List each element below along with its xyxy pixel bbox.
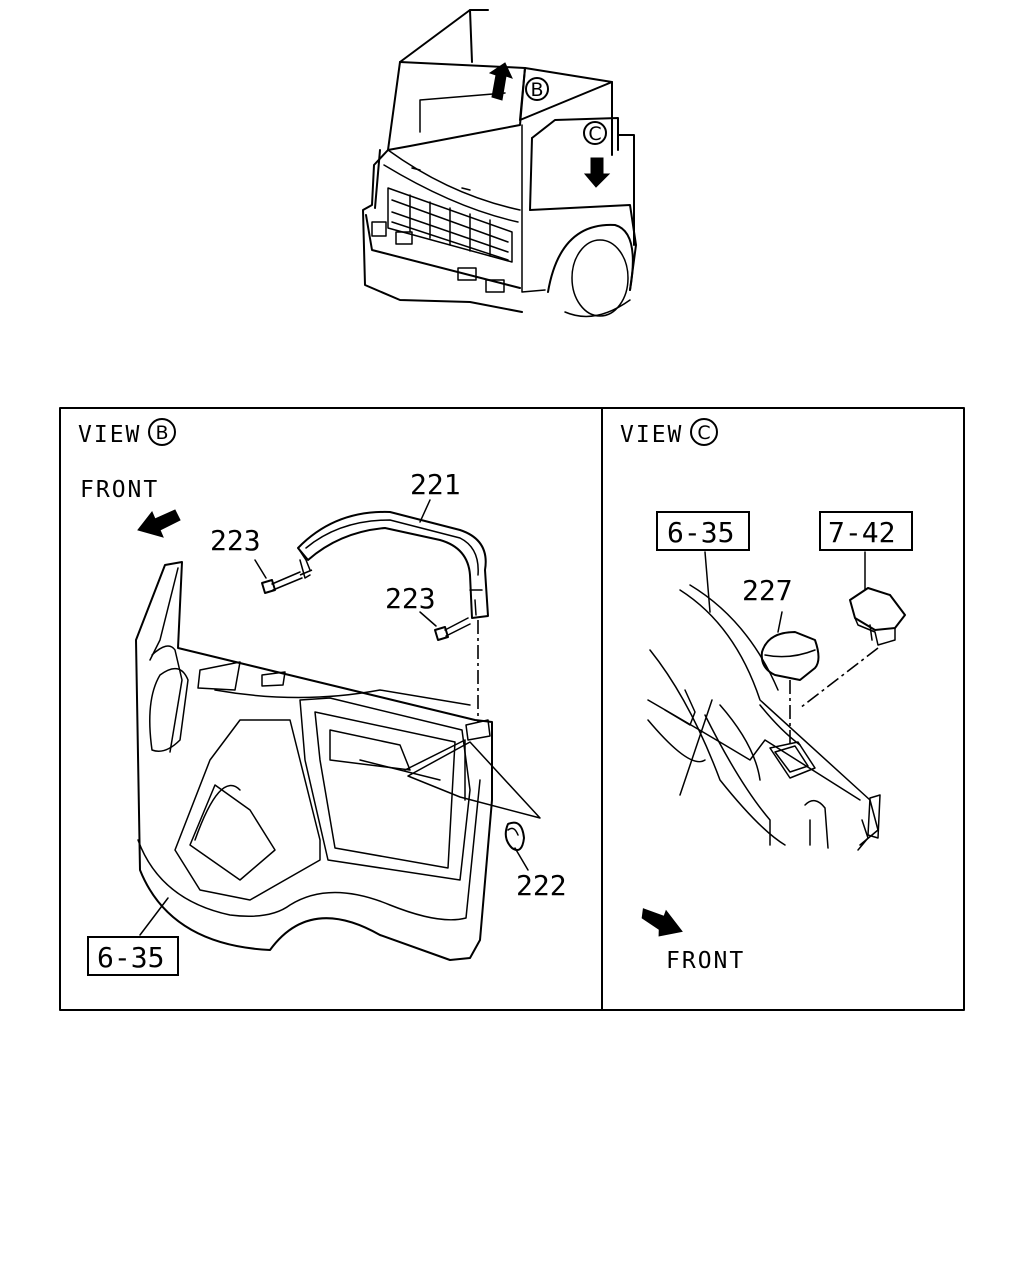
- view-c-front-label: FRONT: [666, 948, 745, 974]
- front-arrow-icon-view-c: [641, 908, 683, 937]
- truck-cab-overview: B C: [362, 9, 637, 318]
- view-b-circle: [148, 418, 176, 446]
- ref-box-6-35-view-b: [87, 936, 179, 976]
- assist-handle-221: [297, 499, 489, 619]
- view-c-circle-letter: C: [697, 422, 710, 444]
- view-c-marker-letter: C: [588, 123, 601, 145]
- ref-box-6-35-view-b-text: 6-35: [97, 941, 164, 974]
- view-frame: [59, 407, 965, 1011]
- view-c-circle: [690, 418, 718, 446]
- cover-227: [760, 631, 820, 681]
- part-label-223-right: 223: [385, 582, 436, 615]
- view-b-marker-letter: B: [530, 79, 543, 101]
- cap-222: [504, 821, 525, 851]
- ref-box-7-42-text: 7-42: [828, 516, 895, 549]
- part-label-227: 227: [742, 574, 793, 607]
- bolt-223-left: [261, 569, 313, 594]
- view-b-title: VIEW: [78, 422, 141, 448]
- view-b-marker: [525, 77, 549, 101]
- view-c-marker: [583, 121, 607, 145]
- part-label-223-left: 223: [210, 524, 261, 557]
- part-label-222: 222: [516, 869, 567, 902]
- view-b-circle-letter: B: [155, 422, 168, 444]
- ref-box-7-42: [819, 511, 913, 551]
- bolt-223-right: [434, 617, 471, 641]
- view-c-title: VIEW: [620, 422, 683, 448]
- cover-7-42: [849, 587, 906, 646]
- view-c-panel: VIEW C 6-35 7-42 227: [620, 418, 913, 974]
- ref-box-6-35-view-c-text: 6-35: [667, 516, 734, 549]
- view-b-panel: VIEW B FRONT 222: [78, 418, 567, 976]
- part-label-221: 221: [410, 468, 461, 501]
- front-arrow-icon: [137, 509, 181, 538]
- view-b-front-label: FRONT: [80, 477, 159, 503]
- ref-box-6-35-view-c: [656, 511, 750, 551]
